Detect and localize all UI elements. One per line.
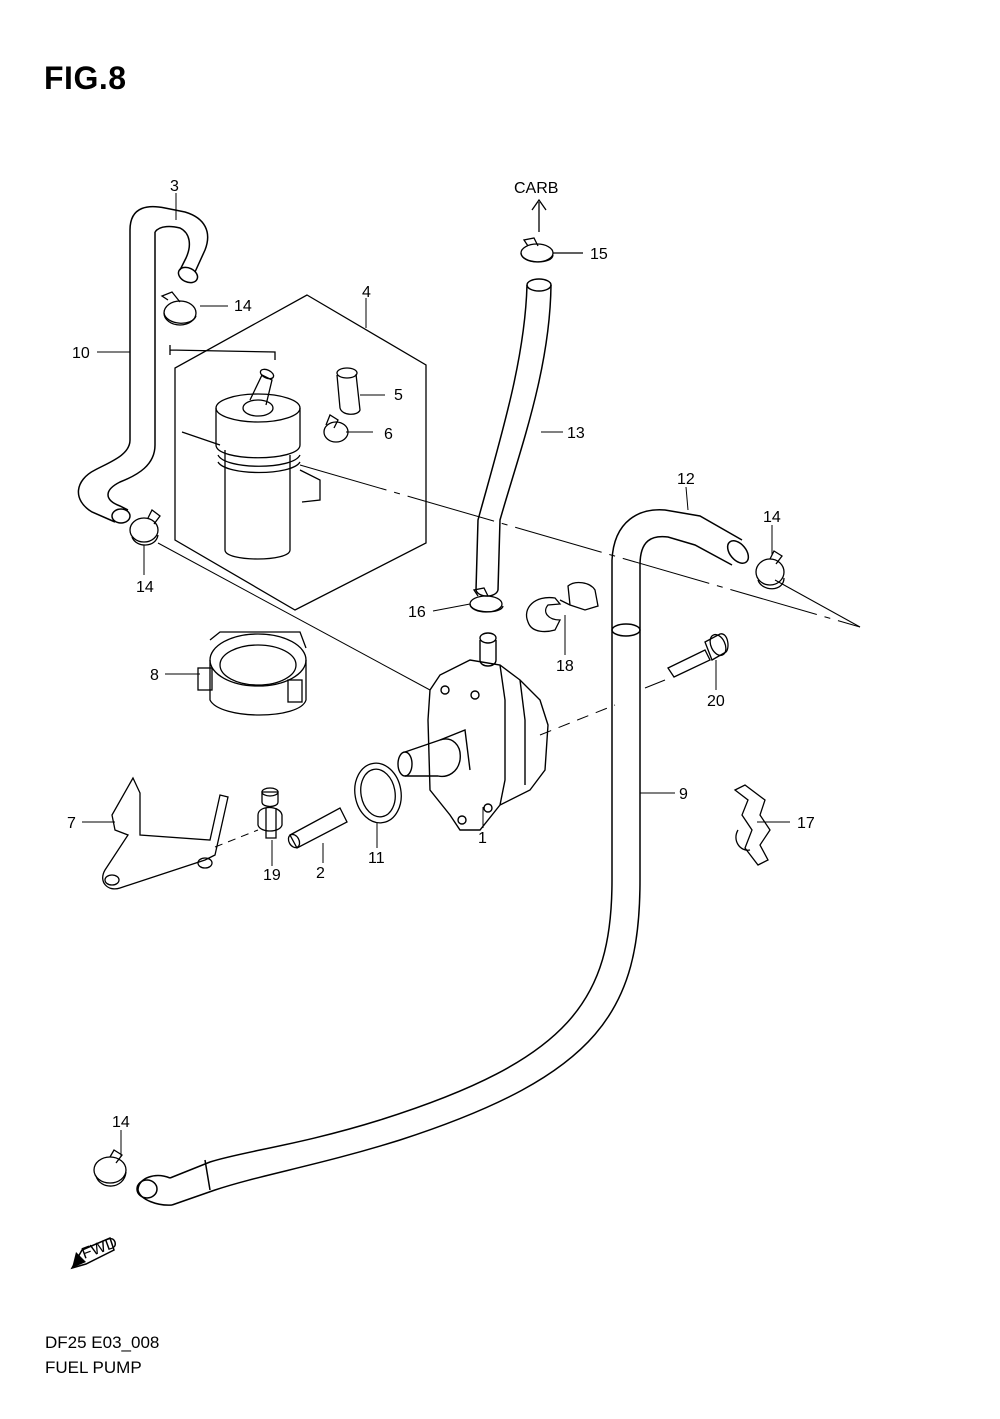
leader-line <box>644 679 666 689</box>
bolt-19 <box>257 787 283 839</box>
bolt-20 <box>667 633 729 678</box>
callout-8: 8 <box>150 667 159 684</box>
callout-2: 2 <box>316 865 325 882</box>
clip-14-top <box>160 291 197 326</box>
callout-leaders <box>82 193 790 1157</box>
diagram-code: DF25 E03_008 <box>45 1333 160 1352</box>
hose-12 <box>611 509 750 630</box>
callout-14: 14 <box>763 509 781 526</box>
callout-3: 3 <box>170 178 179 195</box>
clamp-18 <box>525 581 599 633</box>
callout-14: 14 <box>136 579 154 596</box>
figure-title: FIG.8 <box>44 60 127 96</box>
fuel-filter-box <box>169 294 427 611</box>
hose-9 <box>136 623 641 1206</box>
carb-label: CARB <box>514 180 558 197</box>
clip-14-left <box>129 509 161 546</box>
leader-line <box>157 542 431 691</box>
filter-holder-8 <box>197 631 307 716</box>
clip-14-bottom <box>93 1149 127 1187</box>
callout-14: 14 <box>112 1114 130 1131</box>
leader-line <box>774 579 861 628</box>
callout-1: 1 <box>478 830 487 847</box>
callout-13: 13 <box>567 425 585 442</box>
leader-line <box>299 464 861 628</box>
callout-19: 19 <box>263 867 281 884</box>
leader-line <box>214 829 259 848</box>
callout-15: 15 <box>590 246 608 263</box>
callout-5: 5 <box>394 387 403 404</box>
hose-13 <box>475 278 552 597</box>
callout-4: 4 <box>362 284 371 301</box>
callout-10: 10 <box>72 345 90 362</box>
diagram-name: FUEL PUMP <box>45 1358 142 1377</box>
callout-17: 17 <box>797 815 815 832</box>
leader-line <box>539 704 616 736</box>
fuel-pump <box>397 632 549 831</box>
fwd-arrow: FWD <box>70 1234 120 1270</box>
clip-15 <box>520 237 583 263</box>
callout-11: 11 <box>368 850 385 867</box>
callout-16: 16 <box>408 604 426 621</box>
callout-20: 20 <box>707 693 725 710</box>
o-ring-11 <box>354 762 402 824</box>
clamp-17 <box>733 784 771 866</box>
callout-18: 18 <box>556 658 574 675</box>
pin-2 <box>287 807 348 849</box>
fwd-label: FWD <box>80 1234 120 1262</box>
bracket-7 <box>102 776 229 890</box>
callout-7: 7 <box>67 815 76 832</box>
callout-14: 14 <box>234 298 252 315</box>
hose-3-10 <box>77 205 209 524</box>
callout-9: 9 <box>679 786 688 803</box>
callout-6: 6 <box>384 426 393 443</box>
carb-arrow-head <box>531 198 547 211</box>
callout-12: 12 <box>677 471 695 488</box>
